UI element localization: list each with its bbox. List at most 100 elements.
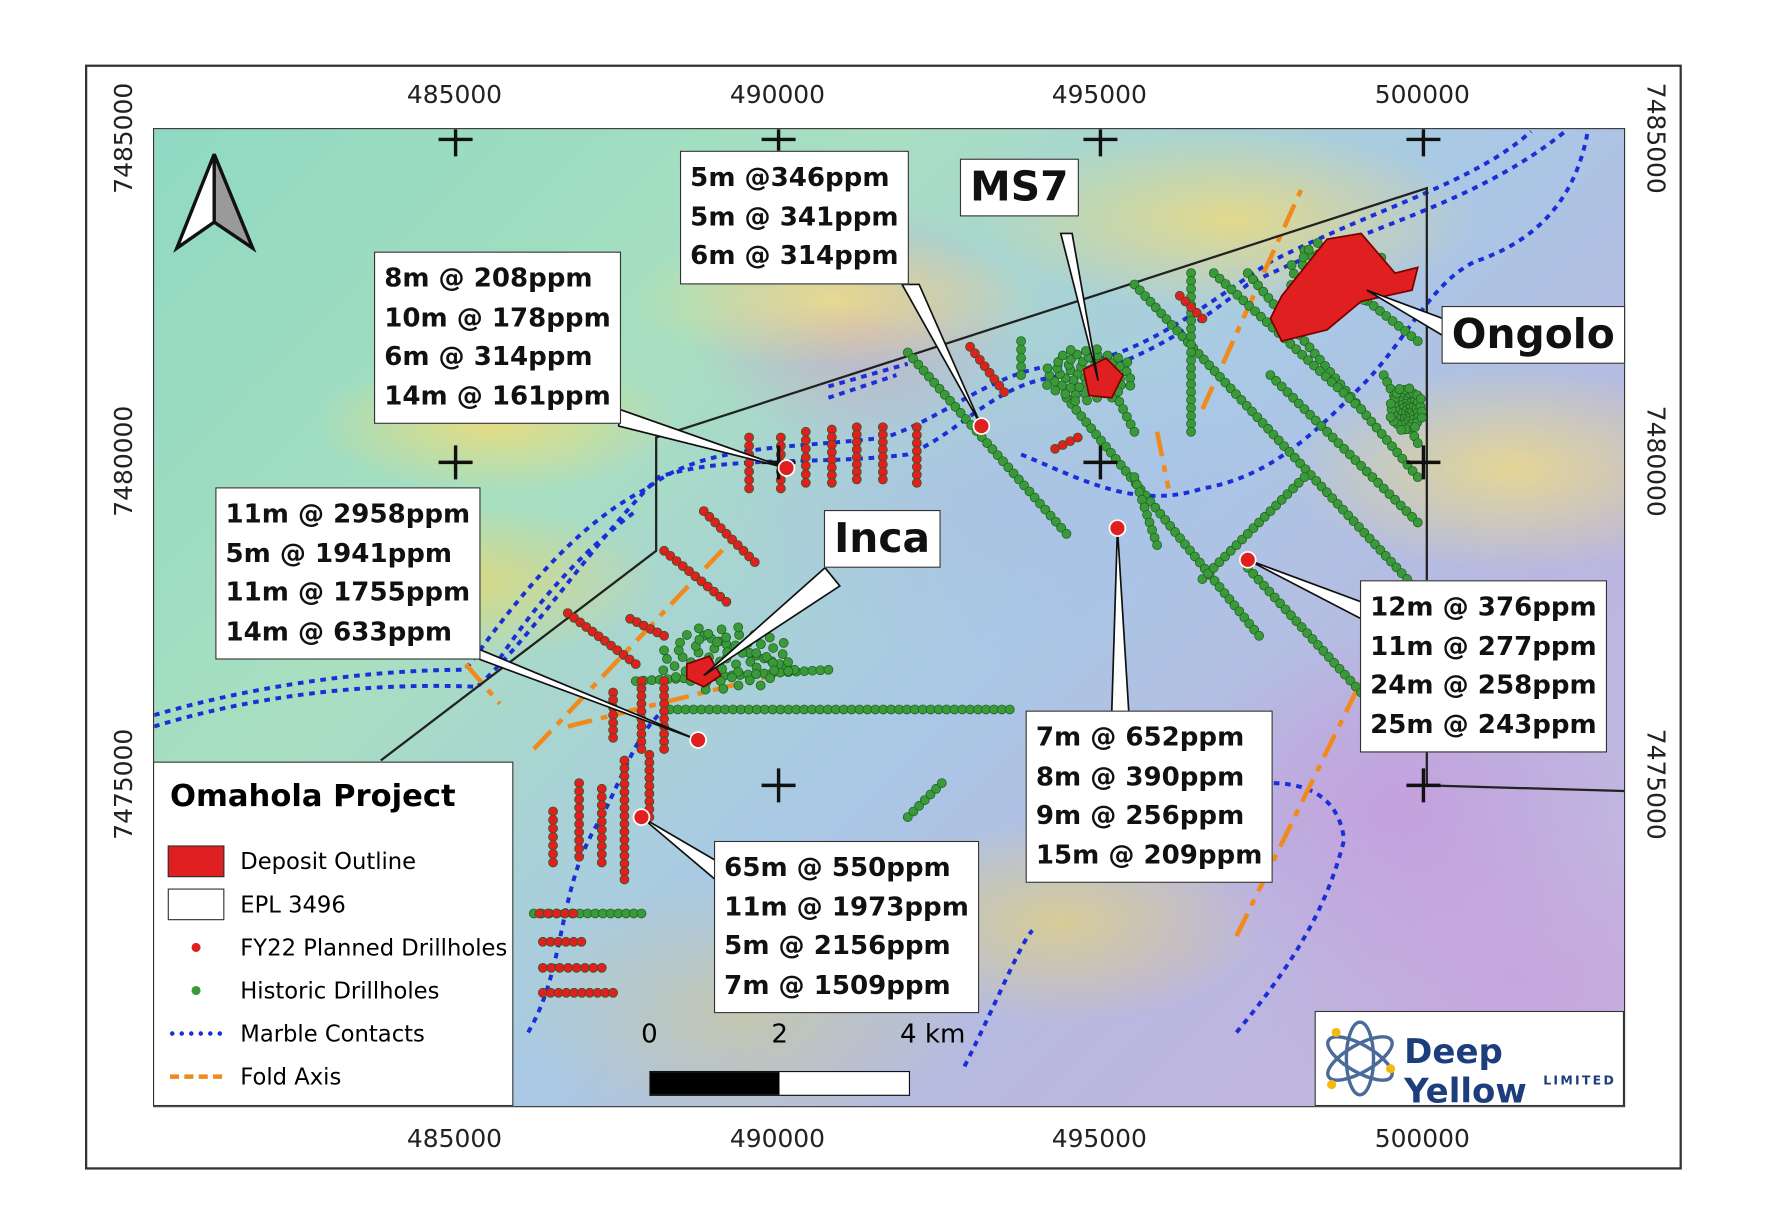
- intercept-line: 14m @ 633ppm: [225, 617, 453, 647]
- historic-drillhole: [1152, 540, 1162, 550]
- historic-drillhole: [1016, 344, 1026, 355]
- leader-lines: [459, 232, 1444, 882]
- legend-item: FY22 Planned Drillholes: [168, 930, 507, 964]
- easting-label: 495000: [1051, 81, 1147, 110]
- planned-drillhole: [548, 840, 558, 851]
- historic-drillhole: [1412, 336, 1423, 346]
- historic-drillhole: [659, 645, 669, 656]
- intercept-line: 10m @ 178ppm: [384, 303, 611, 333]
- historic-drillhole: [1415, 393, 1426, 404]
- historic-drillhole: [712, 637, 722, 647]
- planned-drillhole: [560, 908, 570, 919]
- planned-drillhole: [571, 962, 582, 973]
- historic-drillhole: [675, 637, 685, 648]
- planned-drillhole: [548, 823, 558, 834]
- easting-label: 490000: [729, 81, 826, 110]
- legend-label: Historic Drillholes: [240, 976, 440, 1005]
- planned-drillhole: [690, 571, 701, 582]
- legend-label: Deposit Outline: [240, 847, 417, 875]
- green-dot-icon: [168, 975, 225, 1007]
- planned-drillhole: [877, 474, 888, 485]
- northing-label: 7480000: [110, 405, 139, 517]
- planned-drillhole: [596, 800, 607, 811]
- historic-drillhole: [1412, 438, 1423, 448]
- scale-label: 2: [771, 1019, 789, 1050]
- planned-drillhole: [537, 962, 548, 973]
- planned-drillhole: [800, 477, 811, 488]
- historic-drillhole: [1298, 252, 1309, 263]
- planned-drillhole: [999, 387, 1009, 397]
- planned-drillhole: [744, 441, 754, 451]
- historic-drillhole: [936, 778, 947, 788]
- planned-drillhole: [671, 556, 682, 566]
- planned-drillhole: [548, 849, 558, 859]
- planned-drillhole: [974, 354, 985, 365]
- planned-drillhole: [696, 576, 707, 587]
- northing-label: 7480000: [1640, 405, 1669, 517]
- historic-drillhole: [1016, 370, 1026, 380]
- legend-label: EPL 3496: [240, 890, 346, 918]
- historic-drillhole: [768, 643, 779, 653]
- historic-drillhole: [1375, 306, 1385, 316]
- planned-drillhole: [659, 630, 669, 641]
- scale-bar: [649, 1070, 911, 1096]
- planned-drillhole: [826, 477, 837, 488]
- atom-logo-icon: [1326, 1020, 1396, 1097]
- legend-item: Deposit Outline: [167, 844, 417, 878]
- intercept-line: 8m @ 390ppm: [1035, 762, 1245, 792]
- red-dot-icon: [168, 932, 225, 964]
- historic-drillhole: [1404, 383, 1415, 394]
- planned-drillhole: [596, 808, 607, 819]
- planned-drillhole: [775, 432, 786, 443]
- deep-yellow-logo: Deep Yellow LIMITED: [1314, 1010, 1625, 1112]
- historic-drillhole: [716, 624, 727, 635]
- historic-drillhole: [1042, 363, 1053, 374]
- historic-drillhole: [823, 664, 834, 675]
- planned-drillhole: [574, 843, 584, 854]
- planned-drillhole: [574, 794, 584, 805]
- dashed-line-icon: [168, 1061, 225, 1093]
- planned-drillhole: [563, 962, 573, 973]
- planned-drillhole: [659, 744, 669, 754]
- planned-drillhole: [596, 857, 607, 868]
- planned-drillhole: [775, 483, 786, 494]
- historic-drillhole: [1286, 260, 1297, 270]
- planned-drillhole: [715, 591, 726, 602]
- legend-label: Fold Axis: [240, 1063, 342, 1091]
- planned-drillhole: [576, 936, 587, 947]
- deposit-outline-ongolo: [1269, 232, 1419, 343]
- intercept-line: 15m @ 209ppm: [1035, 840, 1263, 870]
- intercept-line: 7m @ 1509ppm: [724, 970, 951, 1001]
- historic-drillhole: [1070, 396, 1081, 406]
- planned-drillhole: [548, 806, 558, 817]
- north-arrow-icon: [173, 153, 257, 253]
- intercept-line: 5m @ 2156ppm: [724, 931, 951, 962]
- planned-drillhole: [543, 908, 553, 919]
- planned-drillhole: [744, 466, 754, 477]
- easting-label: 490000: [729, 1125, 826, 1154]
- historic-drillhole: [765, 673, 775, 684]
- historic-drillhole: [670, 672, 681, 682]
- planned-drillhole: [749, 557, 760, 567]
- historic-drillhole: [658, 665, 669, 676]
- scale-label: 4 km: [900, 1019, 966, 1050]
- deposit-label-ms7: MS7: [959, 158, 1079, 217]
- historic-drillhole: [1057, 380, 1067, 391]
- historic-drillhole: [1125, 380, 1136, 391]
- historic-drillhole: [1381, 311, 1392, 321]
- historic-drillhole: [755, 680, 766, 691]
- historic-drillhole: [1394, 384, 1405, 394]
- historic-drillhole: [1186, 426, 1196, 437]
- easting-label: 500000: [1374, 1125, 1470, 1154]
- planned-drillhole: [588, 962, 599, 973]
- scale-label: 0: [641, 1019, 658, 1050]
- dotted-line-icon: [168, 1018, 225, 1050]
- historic-drillhole: [1406, 331, 1417, 341]
- legend-item: Historic Drillholes: [168, 974, 440, 1008]
- planned-drillhole: [665, 551, 676, 561]
- planned-drillhole: [800, 443, 811, 454]
- historic-drillhole: [751, 669, 761, 679]
- intercept-line: 12m @ 376ppm: [1370, 592, 1597, 623]
- legend: Omahola Project Deposit Outline EPL 3496…: [152, 761, 514, 1107]
- fold-axes: [464, 181, 1364, 938]
